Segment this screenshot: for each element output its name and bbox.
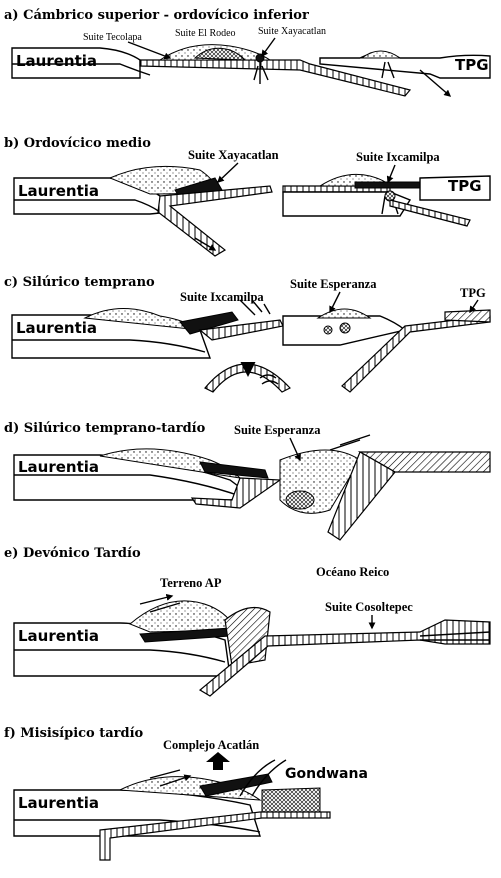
suite-xayacatlan-label: Suite Xayacatlan: [188, 148, 279, 162]
panel-b-title: b) Ordovícico medio: [4, 136, 151, 151]
suite-esperanza-label: Suite Esperanza: [290, 277, 377, 291]
panel-a-title: a) Cámbrico superior - ordovícico inferi…: [4, 8, 309, 23]
terreno-ap-body: [130, 601, 235, 632]
panel-c: c) Silúrico temprano Laurentia Suite Ixc…: [4, 275, 490, 392]
laurentia-label: Laurentia: [18, 794, 99, 812]
suite-tecolapa-label: Suite Tecolapa: [83, 32, 142, 43]
suite-cosoltepec-label: Suite Cosoltepec: [325, 600, 413, 614]
laurentia-label: Laurentia: [18, 627, 99, 645]
subducting-slab: [158, 186, 272, 256]
suite-el-rodeo-label: Suite El Rodeo: [175, 28, 236, 39]
terreno-ap-label: Terreno AP: [160, 576, 222, 590]
suite-xayacatlan-label: Suite Xayacatlan: [258, 26, 326, 37]
suite-ixcamilpa-label: Suite Ixcamilpa: [180, 290, 264, 304]
laurentia-label: Laurentia: [16, 52, 97, 70]
panel-c-title: c) Silúrico temprano: [4, 275, 155, 290]
panel-a: a) Cámbrico superior - ordovícico inferi…: [4, 8, 490, 96]
complejo-acatlan-label: Complejo Acatlán: [163, 738, 259, 752]
laurentia-label: Laurentia: [18, 458, 99, 476]
panel-d-title: d) Silúrico temprano-tardío: [4, 421, 206, 436]
panel-f: f) Misisípico tardío Laurentia Complejo …: [4, 726, 368, 860]
panel-b: b) Ordovícico medio Laurentia Suite Xaya…: [4, 136, 490, 256]
suite-esperanza-label: Suite Esperanza: [234, 423, 321, 437]
laurentia-label: Laurentia: [18, 182, 99, 200]
suite-esperanza-body: [318, 309, 370, 318]
tpg-label: TPG: [448, 177, 482, 195]
uplift-arrow-icon: [206, 752, 230, 770]
laurentia-label: Laurentia: [16, 319, 97, 337]
panel-e-title: e) Devónico Tardío: [4, 546, 141, 561]
suite-ixcamilpa-body: [355, 182, 420, 188]
tpg-label: TPG: [460, 286, 486, 300]
tpg-block: [445, 310, 490, 322]
panel-f-title: f) Misisípico tardío: [4, 726, 144, 741]
gondwana-label: Gondwana: [285, 766, 368, 782]
oceano-reico-label: Océano Reico: [316, 565, 389, 579]
gondwana-block: [262, 788, 320, 812]
panel-e: e) Devónico Tardío Laurentia Terreno AP …: [4, 546, 490, 696]
panel-d: d) Silúrico temprano-tardío Laurentia Su…: [4, 421, 490, 540]
tpg-label: TPG: [455, 56, 489, 74]
tpg-arc: [362, 51, 400, 58]
suite-ixcamilpa-label: Suite Ixcamilpa: [356, 150, 440, 164]
